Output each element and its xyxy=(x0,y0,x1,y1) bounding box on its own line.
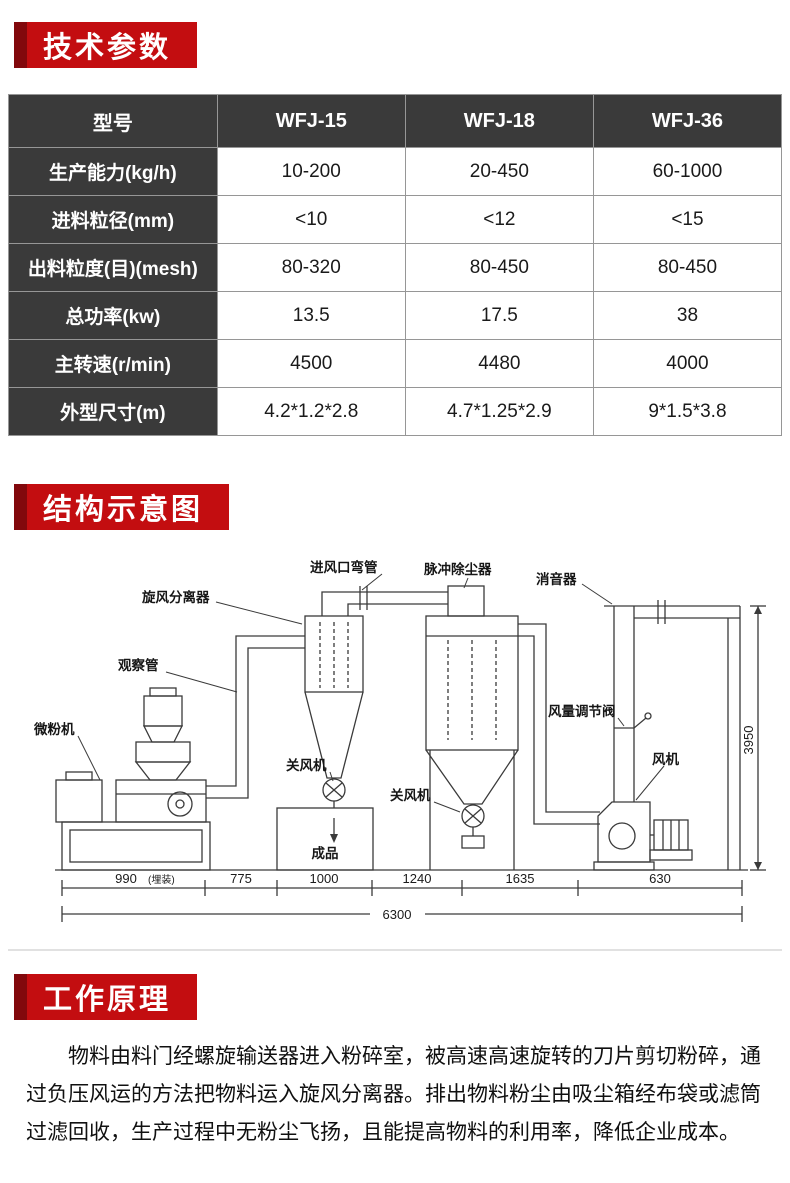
structure-header: 结构示意图 xyxy=(14,484,230,530)
row-label: 主转速(r/min) xyxy=(8,339,218,388)
table-header-row: 型号 WFJ-15 WFJ-18 WFJ-36 xyxy=(8,94,783,148)
cyclone-label: 旋风分离器 xyxy=(141,589,210,605)
inlet-elbow-pipe xyxy=(321,586,448,616)
width-dimensions xyxy=(61,880,743,922)
dim-1635: 1635 xyxy=(506,871,535,886)
principle-header: 工作原理 xyxy=(14,974,198,1020)
header-accent-bar xyxy=(14,484,27,530)
table-row: 进料粒径(mm) <10 <12 <15 xyxy=(8,195,783,244)
damper-label: 风量调节阀 xyxy=(548,703,616,719)
table-cell: 4500 xyxy=(216,339,406,388)
arrowheads xyxy=(330,606,762,870)
table-row: 出料粒度(目)(mesh) 80-320 80-450 80-450 xyxy=(8,243,783,292)
muffler-label: 消音器 xyxy=(536,571,577,587)
table-cell: 80-450 xyxy=(592,243,783,292)
table-row: 生产能力(kg/h) 10-200 20-450 60-1000 xyxy=(8,147,783,196)
table-cell: 4.7*1.25*2.9 xyxy=(404,387,594,436)
table-cell: 17.5 xyxy=(404,291,594,340)
table-cell: 60-1000 xyxy=(592,147,783,196)
mill-to-cyclone-pipe xyxy=(206,635,305,799)
machine-line-diagram: 旋风分离器 进风口弯管 脉冲除尘器 消音器 观察管 微粉机 关风机 关风机 成品… xyxy=(8,559,782,951)
dust-collector-label: 脉冲除尘器 xyxy=(423,561,492,577)
airlock-cyclone-label: 关风机 xyxy=(286,757,327,773)
structure-title: 结构示意图 xyxy=(27,484,230,530)
table-cell: 10-200 xyxy=(216,147,406,196)
table-cell: 4000 xyxy=(592,339,783,388)
table-row: 外型尺寸(m) 4.2*1.2*2.8 4.7*1.25*2.9 9*1.5*3… xyxy=(8,387,783,436)
label-leaders xyxy=(77,573,665,813)
collector-to-fan-pipe xyxy=(518,623,600,825)
table-cell: <15 xyxy=(592,195,783,244)
table-cell: 13.5 xyxy=(216,291,406,340)
table-cell: 9*1.5*3.8 xyxy=(592,387,783,436)
principle-paragraph: 物料由料门经螺旋输送器进入粉碎室，被高速高速旋转的刀片剪切粉碎，通过负压风运的方… xyxy=(26,1045,761,1145)
col-header-wfj15: WFJ-15 xyxy=(216,94,406,148)
dim-1000: 1000 xyxy=(310,871,339,886)
col-header-wfj18: WFJ-18 xyxy=(404,94,594,148)
row-label: 生产能力(kg/h) xyxy=(8,147,218,196)
mill-drawing xyxy=(55,687,211,871)
table-row: 主转速(r/min) 4500 4480 4000 xyxy=(8,339,783,388)
row-label: 总功率(kw) xyxy=(8,291,218,340)
dim-630: 630 xyxy=(649,871,671,886)
table-cell: 80-320 xyxy=(216,243,406,292)
col-header-wfj36: WFJ-36 xyxy=(592,94,783,148)
cyclone-drawing xyxy=(276,615,374,871)
row-label: 外型尺寸(m) xyxy=(8,387,218,436)
dim-height-3950: 3950 xyxy=(741,726,756,755)
table-cell: 20-450 xyxy=(404,147,594,196)
spec-table: 型号 WFJ-15 WFJ-18 WFJ-36 生产能力(kg/h) 10-20… xyxy=(8,94,783,436)
dust-collector-drawing xyxy=(425,585,519,870)
dim-1240: 1240 xyxy=(403,871,432,886)
dim-990: 990 xyxy=(115,871,137,886)
muffler-drawing xyxy=(604,600,741,870)
table-cell: <12 xyxy=(404,195,594,244)
principle-title: 工作原理 xyxy=(27,974,198,1020)
structure-diagram: 旋风分离器 进风口弯管 脉冲除尘器 消音器 观察管 微粉机 关风机 关风机 成品… xyxy=(0,540,790,970)
product-label: 成品 xyxy=(312,845,339,861)
table-row: 总功率(kw) 13.5 17.5 38 xyxy=(8,291,783,340)
observation-tube-label: 观察管 xyxy=(118,657,159,673)
dim-total-6300: 6300 xyxy=(383,907,412,922)
col-header-model: 型号 xyxy=(8,94,218,148)
header-accent-bar xyxy=(14,22,27,68)
table-cell: 80-450 xyxy=(404,243,594,292)
table-cell: 4.2*1.2*2.8 xyxy=(216,387,406,436)
table-cell: 38 xyxy=(592,291,783,340)
header-accent-bar xyxy=(14,974,27,1020)
mill-label: 微粉机 xyxy=(33,721,75,737)
row-label: 进料粒径(mm) xyxy=(8,195,218,244)
fan-drawing xyxy=(593,801,693,871)
dim-990-note: (埋装) xyxy=(148,873,175,886)
tech-params-header: 技术参数 xyxy=(14,22,198,68)
table-cell: 4480 xyxy=(404,339,594,388)
airlock-collector-label: 关风机 xyxy=(390,787,431,803)
row-label: 出料粒度(目)(mesh) xyxy=(8,243,218,292)
tech-params-title: 技术参数 xyxy=(27,22,198,68)
inlet-elbow-label: 进风口弯管 xyxy=(310,559,378,575)
fan-label: 风机 xyxy=(652,751,680,767)
table-cell: <10 xyxy=(216,195,406,244)
dim-775: 775 xyxy=(230,871,252,886)
